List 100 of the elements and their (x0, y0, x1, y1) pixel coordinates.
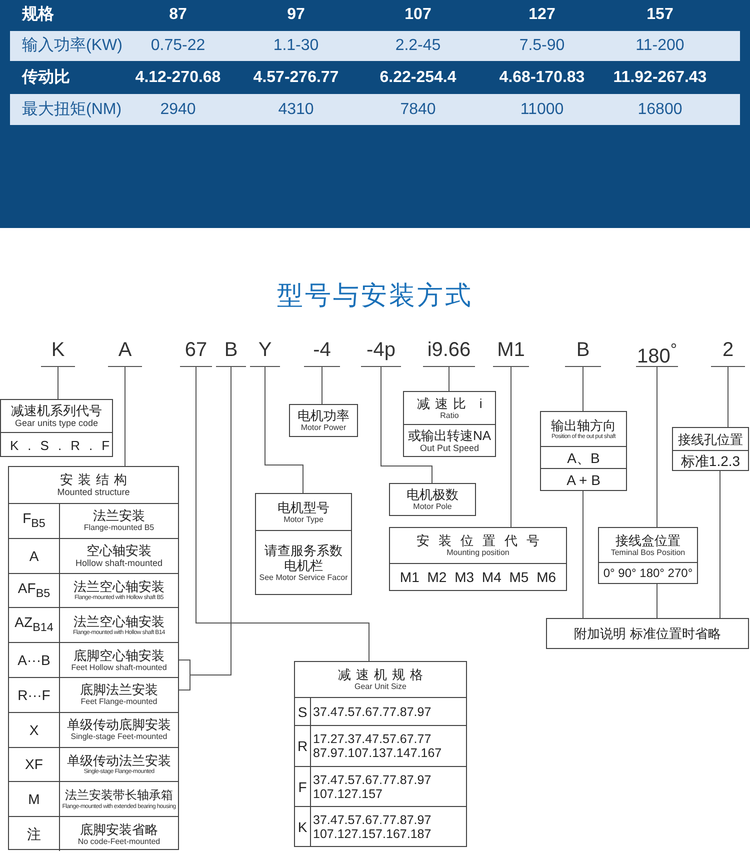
spec-value: 11.92-267.43 (612, 68, 708, 88)
leader-line (582, 490, 584, 618)
code-letter: K (41, 336, 75, 367)
box-heading: 底脚法兰安装 (80, 682, 158, 698)
box-heading: 安装位置代号 (416, 533, 548, 548)
code-value: XF (25, 756, 43, 772)
code-value: 标准1.2.3 (680, 452, 740, 468)
code-box (0, 399, 113, 457)
code-value: X (29, 722, 39, 738)
code-value: M1 M2 M3 M4 M5 M6 (400, 569, 556, 585)
code-value: F$_{B5}$ (22, 510, 46, 532)
leader-line (380, 366, 432, 484)
spec-value: 11-200 (634, 36, 686, 56)
box-heading: 安装结构 (59, 472, 132, 487)
spec-value: 107 (404, 5, 432, 25)
spec-label: 输入功率(KW) (22, 36, 122, 56)
spec-label: 最大扭矩(NM) (22, 100, 122, 120)
box-text: 请查服务系数电机栏 (264, 542, 344, 572)
english-caption: Feet Hollow shaft-mounted (71, 662, 167, 673)
spec-label: 传动比 (22, 68, 70, 88)
spec-value: 0.75-22 (150, 36, 206, 56)
code-letter: B (216, 336, 246, 367)
spec-value: 127 (528, 5, 556, 25)
code-value: AZ$_{B14}$ (14, 614, 54, 636)
box-heading: 输出轴方向 (551, 418, 616, 432)
english-caption: Feet Flange-mounted (80, 697, 158, 708)
leader-line (178, 366, 232, 690)
spec-value: 1.1-30 (272, 36, 320, 56)
box-heading: 底脚安装省略 (80, 822, 158, 837)
english-caption: Motor Power (300, 423, 346, 433)
spec-value: 6.22-254.4 (378, 68, 458, 88)
leader-line (656, 584, 658, 618)
english-caption: See Motor Service Facor (259, 572, 348, 582)
box-heading: 减速比 i (416, 396, 488, 410)
box-heading: 附加说明 标准位置时省略 (574, 626, 721, 641)
size-values: 17.27.37.47.57.67.77 87.97.107.137.147.167 (312, 732, 443, 760)
leader-line (582, 366, 584, 412)
spec-value: 4.12-270.68 (134, 68, 222, 88)
label-box (289, 404, 358, 437)
size-values: 37.47.57.67.77.87.97 107.127.157 (312, 772, 432, 800)
box-heading: 法兰安装带长轴承箱 (65, 788, 173, 803)
leader-line (656, 366, 658, 528)
spec-label: 规格 (22, 4, 54, 25)
box-heading: 电机功率 (298, 408, 350, 423)
code-value: 0° 90° 180° 270° (603, 566, 693, 580)
code-value: A + B (566, 472, 600, 488)
code-value: M (28, 791, 40, 808)
box-heading: K.S.R.F (9, 438, 119, 453)
english-caption: Teminal Bos Position (610, 548, 686, 558)
label-box (540, 411, 627, 491)
leader-line (124, 366, 126, 466)
box-heading: 法兰空心轴安装 (74, 578, 164, 594)
spec-value: 157 (646, 5, 674, 25)
code-letter: 67 (180, 336, 212, 367)
english-caption: Gear Unit Size (354, 682, 407, 692)
spec-value: 7840 (399, 100, 437, 120)
spec-value: 2.2-45 (394, 36, 442, 56)
box-heading: 法兰空心轴安装 (74, 614, 164, 629)
spec-value: 11000 (519, 100, 565, 120)
label-box (672, 427, 749, 471)
english-caption: Motor Pole (413, 502, 452, 512)
code-value: A···B (18, 652, 50, 668)
english-caption: Mounted structure (57, 487, 130, 498)
code-letter: -4 (304, 336, 340, 367)
leader-line (264, 366, 304, 494)
label-box (403, 391, 496, 457)
english-caption: No code-Feet-mounted (78, 836, 160, 847)
spec-value: 4.68-170.83 (498, 68, 586, 88)
code-letter: i9.66 (423, 336, 475, 367)
size-values: 37.47.57.67.77.87.97 107.127.157.167.187 (312, 812, 432, 840)
label-box (389, 483, 476, 516)
mounting-table (8, 466, 179, 850)
title: 型号与安装方式 (276, 279, 474, 312)
code-letter: B (565, 336, 601, 367)
spec-value: 16800 (636, 100, 684, 120)
size-table (294, 661, 467, 847)
label-box (389, 527, 567, 591)
leader-line (510, 366, 512, 528)
code-value: 注 (27, 826, 41, 842)
spec-value: 97 (286, 5, 306, 25)
english-caption: Gear units type code (14, 418, 98, 429)
code-value: AF$_{B5}$ (18, 580, 50, 602)
code-value: K (298, 818, 308, 834)
leader-line (196, 366, 370, 662)
code-value: A、B (567, 450, 600, 466)
english-caption: Mounting position (446, 548, 510, 558)
spec-value: 4.57-276.77 (252, 68, 340, 88)
box-heading: 减速机规格 (337, 667, 428, 682)
code-letter: 180$^{°}$ (636, 336, 678, 367)
box-heading: 减速机系列代号 (11, 403, 102, 418)
code-letter: M1 (493, 336, 529, 367)
box-heading: 空心轴安装 (86, 542, 152, 558)
code-value: R (297, 738, 308, 754)
english-caption: Ratio (440, 410, 459, 420)
box-heading: 接线孔位置 (678, 432, 743, 446)
english-caption: Single-stage Feet-mounted (70, 732, 168, 742)
code-value: A (29, 548, 39, 564)
spec-value: 2940 (159, 100, 197, 120)
box-heading: 或输出转速NA (408, 428, 492, 442)
label-box (598, 527, 698, 584)
